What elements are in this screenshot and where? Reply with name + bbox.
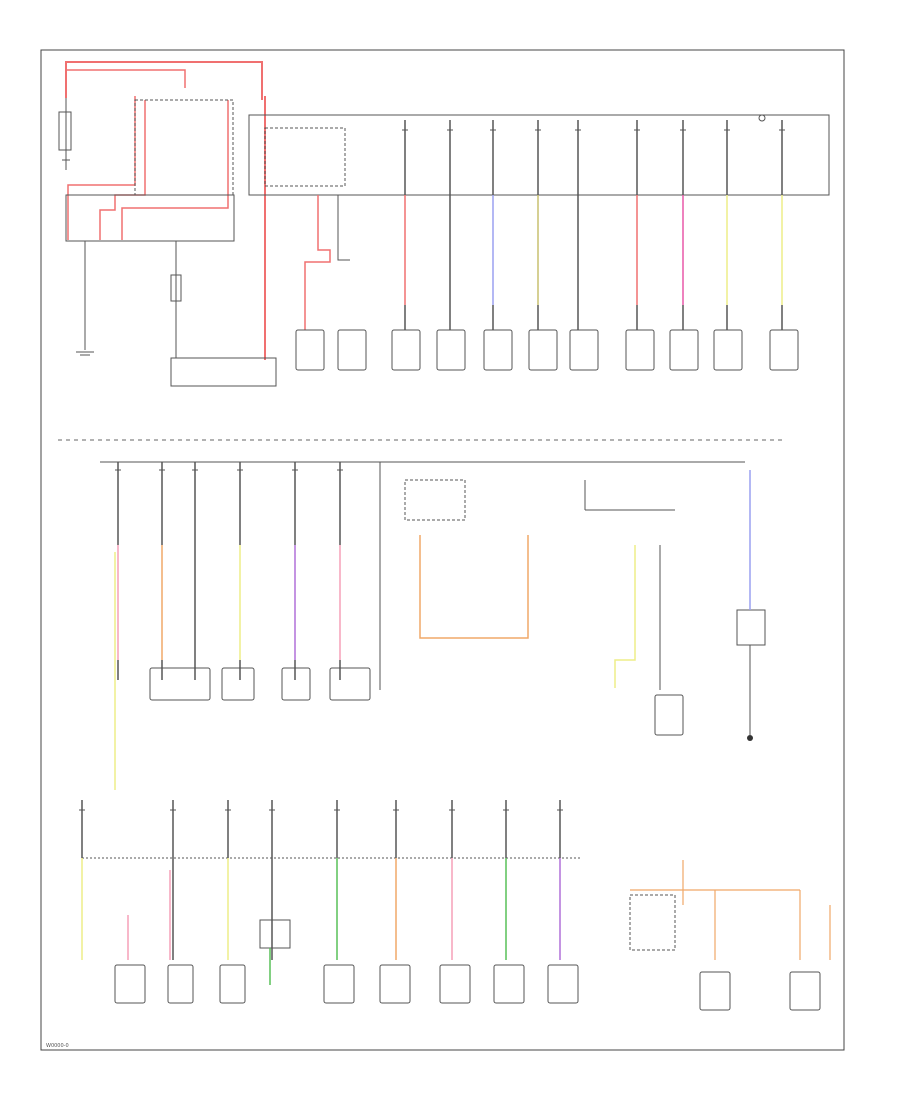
main-cable-red <box>66 69 186 88</box>
relay-module-box <box>134 99 234 196</box>
bot-left-pink-wires <box>127 870 171 960</box>
bot-connector-5 <box>439 964 471 1004</box>
lower-module-box <box>65 194 235 242</box>
middle-section <box>100 461 766 790</box>
bot-connector-4 <box>379 964 411 1004</box>
wire-layer <box>79 120 785 960</box>
generator-box <box>170 357 277 387</box>
bot-connector-3 <box>323 964 355 1004</box>
top-section <box>58 61 830 387</box>
top-connector-0 <box>295 329 325 371</box>
fuse-box <box>248 114 830 196</box>
top-connector-10 <box>769 329 799 371</box>
bot-connector-8 <box>699 971 731 1011</box>
battery-symbol <box>58 98 72 170</box>
orange-loop <box>419 535 529 639</box>
diagram-frame <box>40 49 845 1051</box>
component-layer <box>114 329 821 1011</box>
bot-connector-0 <box>114 964 146 1004</box>
mid-connector-0 <box>149 667 211 701</box>
bot-connector-2 <box>219 964 246 1004</box>
battery-cable-red <box>65 61 263 100</box>
starter-relay-box <box>404 479 466 521</box>
mid-connector-3 <box>329 667 371 701</box>
bottom-right-relay <box>629 894 676 951</box>
top-connector-6 <box>569 329 599 371</box>
mid-connector-4 <box>654 694 684 736</box>
bot-connector-7 <box>547 964 579 1004</box>
top-connector-1 <box>337 329 367 371</box>
mid-connector-2 <box>281 667 311 701</box>
top-connector-8 <box>669 329 699 371</box>
page-code: W0000-0 <box>46 1043 69 1049</box>
bot-connector-9 <box>789 971 821 1011</box>
feed-red-vertical <box>67 96 136 240</box>
bot-connector-6 <box>493 964 525 1004</box>
relay-wire-red <box>304 195 331 330</box>
top-connector-9 <box>713 329 743 371</box>
bot-connector-1 <box>167 964 194 1004</box>
mid-connector-1 <box>221 667 255 701</box>
relay-mid-right <box>736 609 766 646</box>
top-connector-3 <box>436 329 466 371</box>
top-connector-5 <box>528 329 558 371</box>
bottom-section <box>82 857 831 985</box>
top-connector-4 <box>483 329 513 371</box>
feed-red-2 <box>99 100 146 240</box>
top-connector-2 <box>391 329 421 371</box>
yellow-wire-mid <box>614 545 636 688</box>
orange-bottom-loop <box>630 860 831 960</box>
top-connector-7 <box>625 329 655 371</box>
feed-red-3 <box>121 100 229 240</box>
bottom-relay-box <box>259 919 291 949</box>
